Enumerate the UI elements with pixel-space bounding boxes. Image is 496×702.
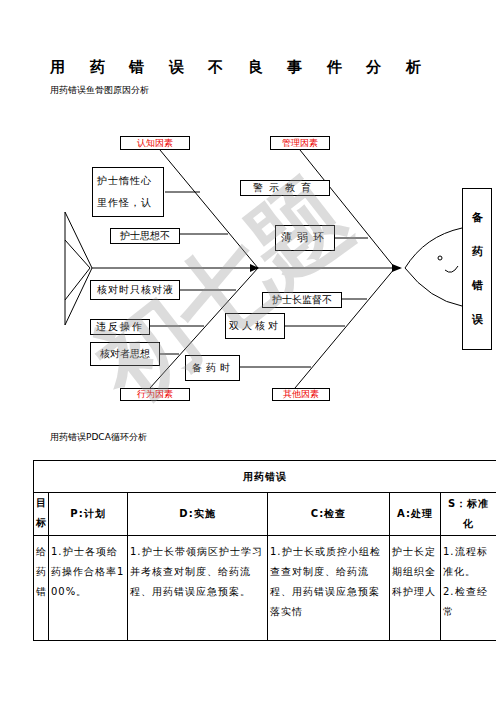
node-text: 护士思想不: [111, 229, 179, 243]
category-box: 认知因素: [120, 136, 190, 150]
cause-box: 核对者思想: [90, 342, 160, 366]
cell-text: 2.检查经常: [443, 582, 494, 622]
cell-text: D:实施: [130, 504, 265, 524]
pdca-table: 用药错误目标P:计划D:实施C:检查A:处理S：标准化给药错 1.护士各项给药操作…: [33, 460, 496, 641]
cause-box: 护士长监督不: [262, 292, 342, 308]
arrow-head: [392, 264, 402, 272]
cell-text: S：标准化: [443, 494, 494, 534]
node-text: 护士长监督不: [263, 293, 341, 307]
table-row: 目标P:计划D:实施C:检查A:处理S：标准化: [34, 493, 496, 536]
table-cell: 1.护士各项给药操作合格率100%。: [49, 536, 128, 641]
cause-box: 护士惰性心里作怪，认: [92, 167, 164, 217]
node-text: 双人核对: [226, 314, 284, 338]
node-text: 备药时: [186, 356, 239, 380]
cell-text: A:处理: [392, 504, 438, 524]
fish-tail: [65, 212, 92, 325]
fish-head: [405, 228, 462, 306]
category-box: 其他因素: [272, 388, 330, 401]
fish-spine: [92, 268, 400, 269]
table-cell: 1.护士长带领病区护士学习并考核查对制度、给药流程、用药错误应急预案。: [128, 536, 268, 641]
table-cell: 给药错: [34, 536, 49, 641]
cell-text: P:计划: [51, 504, 125, 524]
cause-box: 违反操作: [90, 319, 150, 335]
table-row: 用药错误: [34, 461, 496, 493]
page-title: 用药错误不良事件分析: [50, 58, 445, 77]
category-box: 管理因素: [270, 136, 330, 150]
node-text: 认知因素: [121, 137, 189, 149]
section-caption: 用药错误PDCA循环分析: [50, 431, 147, 443]
cell-text: 1.护士长或质控小组检查查对制度、给药流程、用药错误应急预案落实情: [270, 542, 387, 622]
node-text: 违反操作: [91, 320, 149, 334]
node-text: 备药错误: [470, 201, 484, 337]
node-text: 其他因素: [273, 389, 329, 400]
table-cell: S：标准化: [441, 493, 496, 536]
fish-eye: [438, 256, 442, 260]
effect-box: 备药错误: [462, 188, 492, 350]
node-text: 行为因素: [121, 389, 189, 400]
cause-box: 薄弱环: [275, 225, 335, 251]
cause-line: [150, 192, 368, 367]
table-cell: D:实施: [128, 493, 268, 536]
watermark: 初七题: [70, 153, 377, 433]
table-cell: 1.流程标准化。2.检查经常: [441, 536, 496, 641]
node-text: 核对时只核对液: [91, 281, 179, 299]
node-text: 薄弱环: [276, 226, 334, 250]
section-caption: 用药错误鱼骨图原因分析: [50, 84, 149, 96]
category-box: 行为因素: [120, 388, 190, 401]
table-cell: 用药错误: [34, 461, 496, 493]
cause-box: 双人核对: [225, 313, 285, 339]
node-text: 管理因素: [271, 137, 329, 149]
cause-box: 护士思想不: [110, 228, 180, 244]
cell-text: 用药错误: [34, 467, 496, 487]
cell-text: 1.护士各项给药操作合格率100%。: [51, 542, 125, 602]
table-cell: C:检查: [268, 493, 390, 536]
cause-box: 备药时: [185, 355, 240, 381]
cause-box: 核对时只核对液: [90, 280, 180, 300]
node-text: 警示教育: [241, 181, 329, 195]
cell-text: 目标: [36, 493, 46, 533]
table-row: 给药错 1.护士各项给药操作合格率100%。1.护士长带领病区护士学习并考核查对制…: [34, 536, 496, 641]
cell-text: 1.护士长带领病区护士学习并考核查对制度、给药流程、用药错误应急预案。: [130, 542, 265, 602]
cell-text: C:检查: [270, 504, 387, 524]
table-cell: P:计划: [49, 493, 128, 536]
node-text: 核对者思想: [91, 343, 159, 365]
node-text: 护士惰性心里作怪，认: [97, 170, 159, 214]
arrow-head: [250, 264, 259, 272]
table-cell: A:处理: [390, 493, 441, 536]
cause-box: 警示教育: [240, 180, 330, 196]
cell-text: 给药错: [36, 542, 46, 602]
fish-bone: [150, 150, 395, 388]
table-cell: 目标: [34, 493, 49, 536]
table-cell: 护士长定期组织全科护理人: [390, 536, 441, 641]
table-cell: 1.护士长或质控小组检查查对制度、给药流程、用药错误应急预案落实情: [268, 536, 390, 641]
cell-text: 1.流程标准化。: [443, 542, 494, 582]
cell-text: 护士长定期组织全科护理人: [392, 542, 438, 602]
